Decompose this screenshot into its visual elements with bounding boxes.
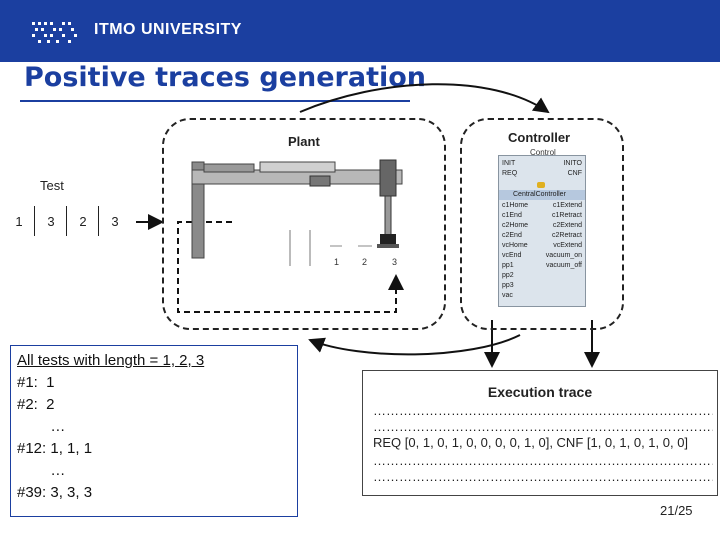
input-4: vcHome [502, 242, 528, 249]
header-bar: ITMO UNIVERSITY [0, 0, 720, 62]
itmo-logo-icon [32, 22, 77, 43]
event-out-cnf: CNF [567, 170, 582, 177]
controller-block-type: Control [530, 148, 556, 157]
test-cell-4: 3 [111, 213, 119, 229]
controller-label: Controller [508, 130, 571, 145]
trace-dots-line: ………………………………………………………………………………………………… [373, 469, 713, 484]
arrow-controller-to-tests [308, 334, 521, 356]
tests-line: … [17, 462, 66, 479]
plant-box [162, 118, 446, 330]
execution-trace-title: Execution trace [487, 384, 593, 400]
tests-line: #12: 1, 1, 1 [17, 440, 93, 457]
tests-line: #2: 2 [17, 396, 55, 413]
output-2: c2Extend [552, 222, 582, 229]
event-in-init: INIT [502, 160, 516, 167]
input-6: pp1 [502, 262, 514, 269]
input-7: pp2 [502, 272, 514, 279]
input-1: c1End [502, 212, 522, 219]
position-label-1: 1 [334, 257, 340, 267]
slide-title: Positive traces generation [24, 62, 427, 93]
test-label: Test [40, 178, 64, 193]
output-3: c2Retract [552, 232, 582, 239]
logo-text: ITMO UNIVERSITY [94, 21, 242, 38]
input-8: pp3 [502, 282, 514, 289]
page-number: 21/25 [660, 503, 693, 518]
position-label-2: 2 [362, 257, 368, 267]
plant-label: Plant [288, 134, 320, 149]
input-2: c2Home [502, 222, 529, 229]
input-9: vac [502, 292, 513, 299]
tests-line: #39: 3, 3, 3 [17, 484, 93, 501]
trace-dots-line: ………………………………………………………………………………………………… [373, 453, 713, 468]
input-5: vcEnd [502, 252, 522, 259]
test-cell-1: 1 [4, 206, 35, 236]
tests-line-header: All tests with length = 1, 2, 3 [17, 352, 205, 369]
trace-dots-line: ………………………………………………………………………………………………… [373, 403, 713, 418]
output-0: c1Extend [552, 202, 582, 209]
plant-machine-illustration [191, 159, 403, 266]
event-in-req: REQ [502, 170, 518, 177]
output-6: vacuum_off [545, 262, 582, 269]
input-0: c1Home [502, 202, 529, 209]
block-inner-header: CentralController [499, 190, 585, 200]
output-1: c1Retract [552, 212, 582, 219]
tests-line: … [17, 418, 66, 435]
trace-dots-line: ………………………………………………………………………………………………… [373, 419, 713, 434]
position-label-3: 3 [392, 257, 398, 267]
output-5: vacuum_on [545, 252, 582, 259]
event-out-inito: INITO [563, 160, 582, 167]
test-cell-2: 3 [36, 206, 67, 236]
block-inner-name: CentralController [513, 191, 566, 198]
block-center-icon [537, 182, 545, 188]
trace-req-cnf-line: REQ [0, 1, 0, 1, 0, 0, 0, 0, 1, 0], CNF … [373, 435, 689, 450]
arrow-title-to-controller [299, 83, 550, 114]
title-underline [20, 100, 410, 102]
execution-trace-box: Execution trace ………………………………………………………………… [362, 370, 718, 496]
tests-list-box: All tests with length = 1, 2, 3 #1: 1 #2… [10, 345, 298, 517]
test-cell-3: 2 [68, 206, 99, 236]
output-4: vcExtend [553, 242, 582, 249]
input-3: c2End [502, 232, 522, 239]
controller-box [460, 118, 624, 330]
tests-line: #1: 1 [17, 374, 55, 391]
function-block: INIT REQ INITO CNF CentralController c1H… [498, 155, 586, 307]
